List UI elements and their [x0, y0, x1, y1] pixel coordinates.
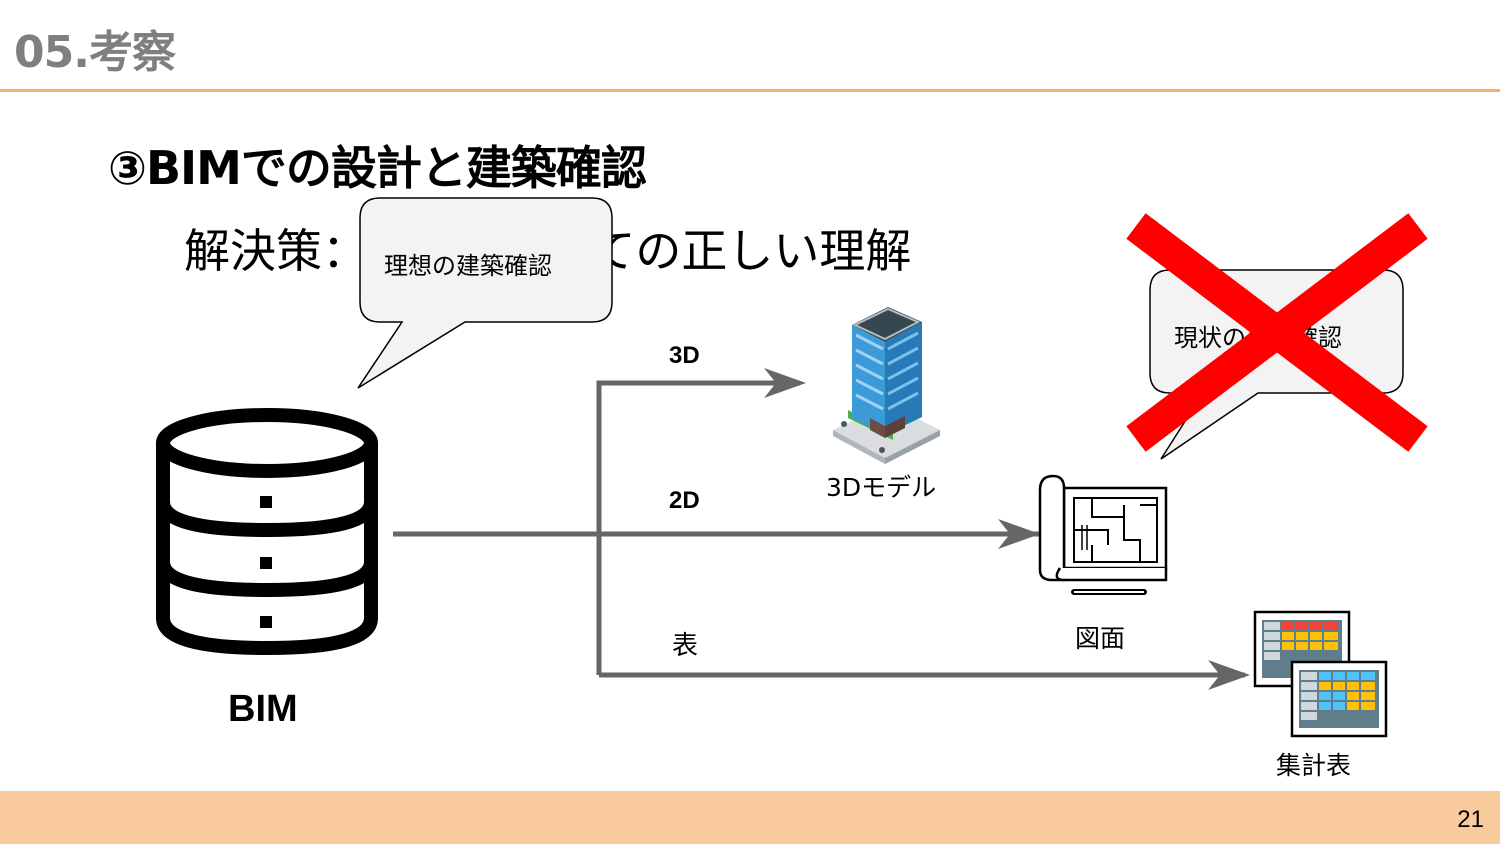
arrowhead-2d	[998, 519, 1040, 549]
page-number: 21	[1457, 806, 1484, 833]
arrow-label-table: 表	[672, 631, 699, 661]
arrowheads	[764, 368, 1250, 690]
arrow-label-3d: 3D	[669, 342, 700, 369]
arrow-label-2d: 2D	[669, 487, 700, 514]
schedule-label: 集計表	[1276, 751, 1352, 780]
slide-heading: ③BIMでの設計と建築確認	[108, 141, 647, 195]
section-title: 05.考察	[14, 27, 176, 78]
blueprint-icon	[1038, 474, 1168, 595]
ideal-speech-bubble	[357, 197, 613, 389]
model-label: 3Dモデル	[826, 473, 937, 502]
building-icon	[833, 307, 940, 464]
arrowhead-3d	[764, 368, 806, 398]
arrow-lines	[393, 380, 1245, 678]
drawing-label: 図面	[1075, 624, 1126, 653]
arrow-3d	[596, 380, 800, 675]
current-bubble-text: 現状の建築確認	[1174, 324, 1342, 352]
arrowhead-table	[1208, 660, 1250, 690]
ideal-bubble-text: 理想の建築確認	[384, 252, 552, 280]
spreadsheet-icon	[1253, 610, 1388, 738]
header-divider	[0, 89, 1500, 92]
current-speech-bubble	[1149, 269, 1404, 460]
footer-bar	[0, 791, 1500, 844]
database-icon	[156, 408, 378, 656]
bim-label: BIM	[228, 688, 298, 730]
